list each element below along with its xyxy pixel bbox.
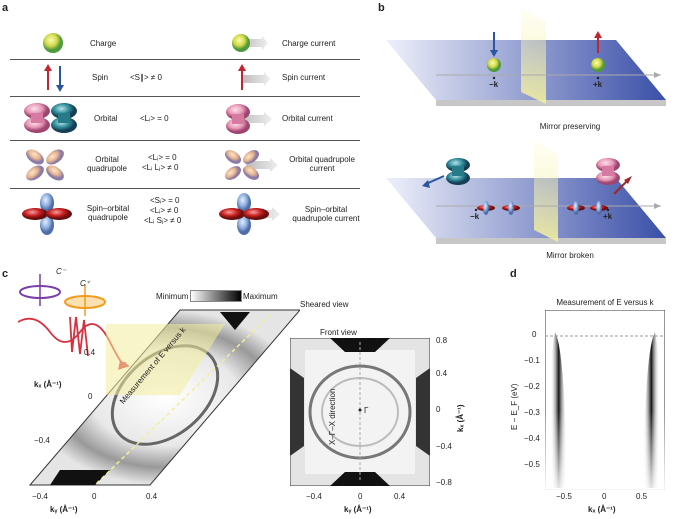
orbital-quadrupole-label: Orbital quadrupole: [86, 155, 128, 173]
spin-formula: <S∥> ≠ 0: [130, 73, 162, 82]
spin-orbital-formula-1: <Sᵢ> = 0: [150, 196, 180, 205]
d-ytick-4: −0.4: [524, 434, 540, 443]
mirror-bottom: [534, 140, 558, 242]
orbital-label: Orbital: [94, 114, 118, 123]
d-ytick-3: −0.3: [524, 408, 540, 417]
ky-axis-label: kᵧ (Å⁻¹): [50, 505, 78, 514]
spin-orbital-current-label-1: Spin–orbital: [304, 205, 348, 214]
kx-tick-0.4: 0.4: [84, 348, 96, 357]
spin-orbital-quadrupole-current-icon: [219, 193, 280, 235]
plane-bottom: [386, 178, 666, 238]
colorbar: [190, 290, 242, 302]
d-ytick-0: 0: [532, 330, 537, 339]
energy-dispersion-map: [545, 310, 665, 490]
orbital-quadrupole-icon: [26, 149, 64, 181]
d-xtick-0.5: 0.5: [636, 492, 648, 501]
panel-d-label: d: [510, 268, 517, 280]
measurement-plane: [106, 324, 225, 395]
orbital-current-label: Orbital current: [282, 114, 333, 123]
d-ylabel: E − E_F (eV): [510, 383, 519, 430]
c-minus-label: C⁻: [56, 267, 66, 276]
d-xlabel: kₓ (Å⁻¹): [588, 505, 616, 514]
d-ytick-5: −0.5: [524, 460, 540, 469]
spin-label: Spin: [92, 73, 109, 82]
mirror-diagram: [386, 8, 666, 244]
panel-c-label: c: [2, 268, 9, 280]
charge-sphere-icon: [43, 33, 63, 53]
orbital-quadrupole-current-label-1: Orbital quadrupole: [289, 155, 355, 164]
mirror-broken-caption: Mirror broken: [546, 251, 594, 260]
orbital-quadrupole-formula-2: <Lᵢ Lⱼ> ≠ 0: [142, 163, 179, 172]
ky-tick-0: 0: [92, 492, 97, 501]
orbital-quadrupole-formula-1: <Lᵢ> = 0: [148, 153, 177, 162]
panel-a-label: a: [2, 2, 9, 14]
panel-d-title: Measurement of E versus k: [556, 298, 654, 307]
front-kx-tick-minus-0.4: −0.4: [436, 442, 452, 451]
colorbar-min-label: Minimum: [156, 292, 189, 301]
spin-orbital-formula-2: <Lᵢ> ≠ 0: [150, 206, 179, 215]
row-divider: [10, 140, 360, 141]
row-divider: [10, 59, 360, 60]
d-ytick-2: −0.2: [524, 382, 540, 391]
sheared-kspace-map: [28, 309, 300, 486]
c-plus-label: C⁺: [80, 279, 90, 288]
d-ytick-1: −0.1: [524, 356, 540, 365]
ky-tick-0.4: 0.4: [146, 492, 158, 501]
sheared-view-label: Sheared view: [300, 300, 349, 309]
front-ky-axis-label: kᵧ (Å⁻¹): [344, 505, 372, 514]
front-kx-tick-minus-0.8: −0.8: [436, 478, 452, 487]
plus-k-label-top: +k: [593, 80, 603, 89]
orbital-icon: [24, 103, 77, 133]
gamma-label: Γ: [364, 406, 369, 415]
front-view-label: Front view: [320, 328, 357, 337]
mirror-preserving-caption: Mirror preserving: [539, 122, 601, 131]
charge-current-label: Charge current: [282, 39, 336, 48]
spin-orbital-quadrupole-label: Spin–orbital quadrupole: [86, 204, 130, 222]
row-divider: [10, 188, 360, 189]
plus-k-label-bottom: +k: [603, 212, 613, 221]
spin-arrows-icon: [44, 64, 64, 92]
charge-label: Charge: [90, 39, 117, 48]
front-kx-tick-0.4: 0.4: [436, 369, 448, 378]
orbital-formula: <Lᵢ> = 0: [140, 114, 169, 123]
spin-orbital-quadrupole-icon: [22, 193, 72, 235]
ky-tick-minus-0.4: −0.4: [32, 492, 48, 501]
minus-k-label-top: −k: [489, 80, 499, 89]
spin-orbital-current-label-2: quadrupole current: [292, 214, 360, 223]
front-view-map: [290, 338, 430, 486]
d-xtick-0: 0: [602, 492, 607, 501]
spin-orbital-formula-3: <Lᵢ Sⱼ> ≠ 0: [144, 216, 182, 225]
front-ky-tick-0: 0: [358, 492, 363, 501]
kx-axis-label: kₓ (Å⁻¹): [34, 380, 62, 389]
front-ky-tick-minus-0.4: −0.4: [306, 492, 322, 501]
colorbar-max-label: Maximum: [243, 292, 278, 301]
minus-k-label-bottom: −k: [470, 212, 480, 221]
row-divider: [10, 96, 360, 97]
direction-label: X–Γ–X direction: [328, 388, 337, 445]
orbital-current-icon: [226, 104, 272, 134]
orbital-quadrupole-current-label-2: current: [309, 164, 335, 173]
kx-tick-0: 0: [88, 392, 93, 401]
mirror-top: [521, 8, 546, 104]
panel-b-label: b: [378, 2, 385, 14]
spin-current-label: Spin current: [282, 73, 326, 82]
front-kx-tick-0: 0: [436, 405, 441, 414]
spin-current-icon: [238, 64, 270, 90]
front-ky-tick-0.4: 0.4: [394, 492, 406, 501]
orbital-quadrupole-current-icon: [224, 150, 278, 180]
front-kx-axis-label: kₓ (Å⁻¹): [456, 404, 465, 432]
charge-current-icon: [232, 34, 268, 52]
kx-tick-minus-0.4: −0.4: [34, 436, 50, 445]
d-xtick-minus-0.5: −0.5: [556, 492, 572, 501]
front-kx-tick-0.8: 0.8: [436, 336, 448, 345]
